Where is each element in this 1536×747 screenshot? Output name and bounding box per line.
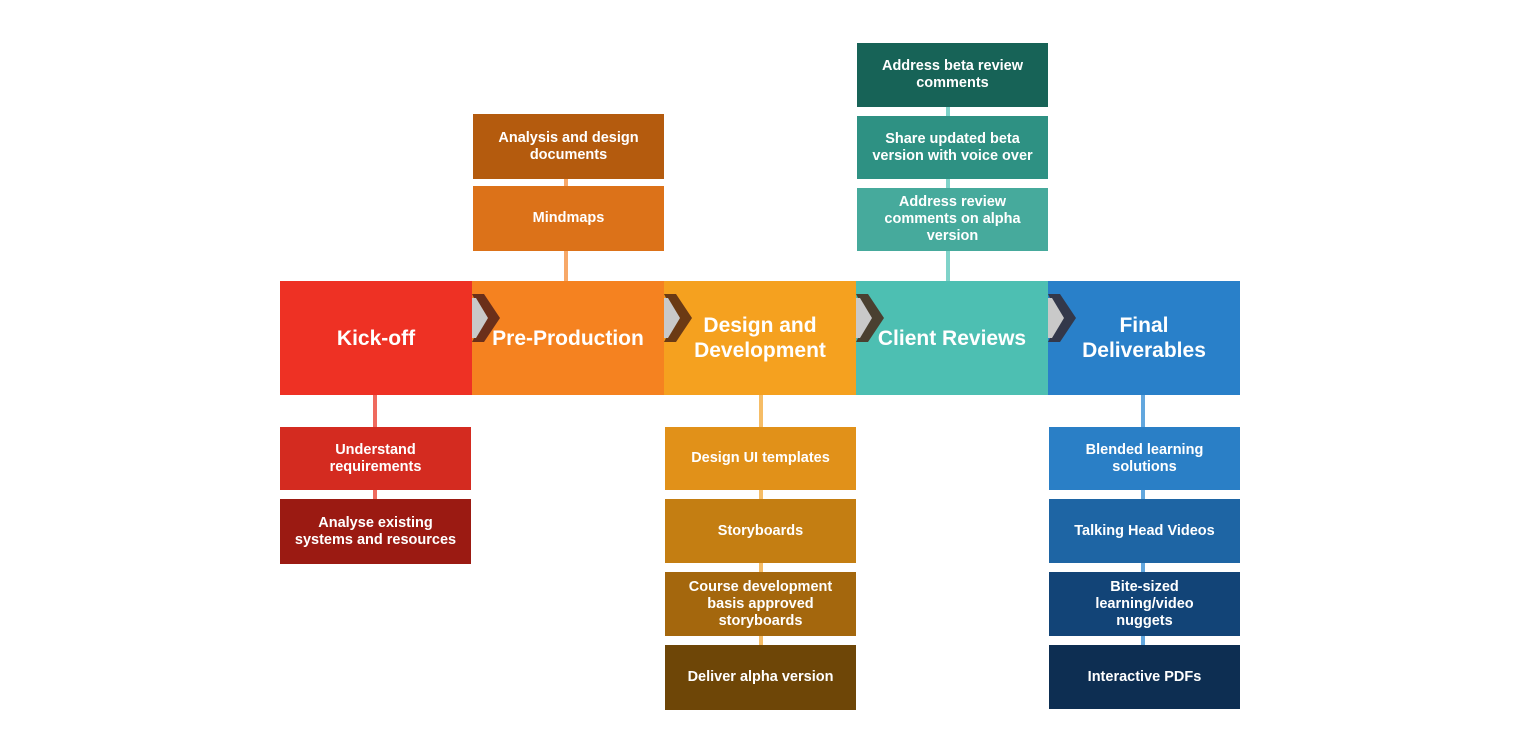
phase-label: Kick-off (336, 326, 416, 350)
task-label: Design UI templates (691, 450, 830, 466)
chevron-right-icon (856, 294, 884, 342)
task-kickoff-1: Understand requirements (280, 427, 471, 490)
phase-final-deliverables: Final Deliverables (1048, 281, 1240, 395)
task-preproduction-1: Analysis and design documents (473, 114, 664, 179)
phase-kickoff: Kick-off (280, 281, 472, 395)
task-kickoff-2: Analyse existing systems and resources (280, 499, 471, 564)
task-label: Analyse existing systems and resources (294, 514, 457, 548)
connector (946, 251, 950, 281)
chevron-right-icon (472, 294, 500, 342)
task-client-1: Address beta review comments (857, 43, 1048, 107)
task-design-2: Storyboards (665, 499, 856, 563)
connector (1141, 395, 1145, 427)
task-label: Understand requirements (329, 441, 422, 475)
task-label: Blended learning solutions (1085, 441, 1204, 475)
phase-label: Final Deliverables (1082, 314, 1206, 362)
phase-label: Client Reviews (877, 326, 1027, 350)
connector (946, 107, 950, 116)
task-label: Bite-sized learning/video nuggets (1095, 578, 1194, 629)
task-label: Storyboards (717, 522, 804, 539)
phase-preproduction: Pre-Production (472, 281, 664, 395)
connector (759, 490, 763, 499)
connector (1141, 636, 1145, 645)
task-label: Share updated beta version with voice ov… (872, 130, 1033, 164)
phase-label: Design and Development (694, 314, 826, 362)
task-label: Mindmaps (532, 210, 605, 226)
phase-label: Pre-Production (492, 326, 644, 350)
connector (373, 395, 377, 427)
task-design-3: Course development basis approved storyb… (665, 572, 856, 636)
connector (564, 251, 568, 281)
task-label: Analysis and design documents (498, 129, 639, 163)
connector (373, 490, 377, 499)
phase-client-reviews: Client Reviews (856, 281, 1048, 395)
task-label: Course development basis approved storyb… (688, 578, 833, 629)
task-final-3: Bite-sized learning/video nuggets (1049, 572, 1240, 636)
task-label: Talking Head Videos (1074, 522, 1215, 539)
connector (1141, 490, 1145, 499)
connector (759, 636, 763, 645)
task-preproduction-2: Mindmaps (473, 186, 664, 251)
task-label: Interactive PDFs (1087, 668, 1202, 685)
task-label: Address beta review comments (881, 58, 1024, 91)
connector (946, 179, 950, 188)
connector (1141, 563, 1145, 572)
task-design-1: Design UI templates (665, 427, 856, 490)
task-client-3: Address review comments on alpha version (857, 188, 1048, 251)
task-design-4: Deliver alpha version (665, 645, 856, 710)
phase-design-development: Design and Development (664, 281, 856, 395)
task-client-2: Share updated beta version with voice ov… (857, 116, 1048, 179)
task-label: Deliver alpha version (687, 669, 834, 685)
task-label: Address review comments on alpha version (884, 194, 1021, 244)
task-final-1: Blended learning solutions (1049, 427, 1240, 490)
task-final-2: Talking Head Videos (1049, 499, 1240, 563)
task-final-4: Interactive PDFs (1049, 645, 1240, 709)
connector (564, 179, 568, 186)
connector (759, 563, 763, 572)
chevron-right-icon (664, 294, 692, 342)
chevron-right-icon (1048, 294, 1076, 342)
connector (759, 395, 763, 427)
